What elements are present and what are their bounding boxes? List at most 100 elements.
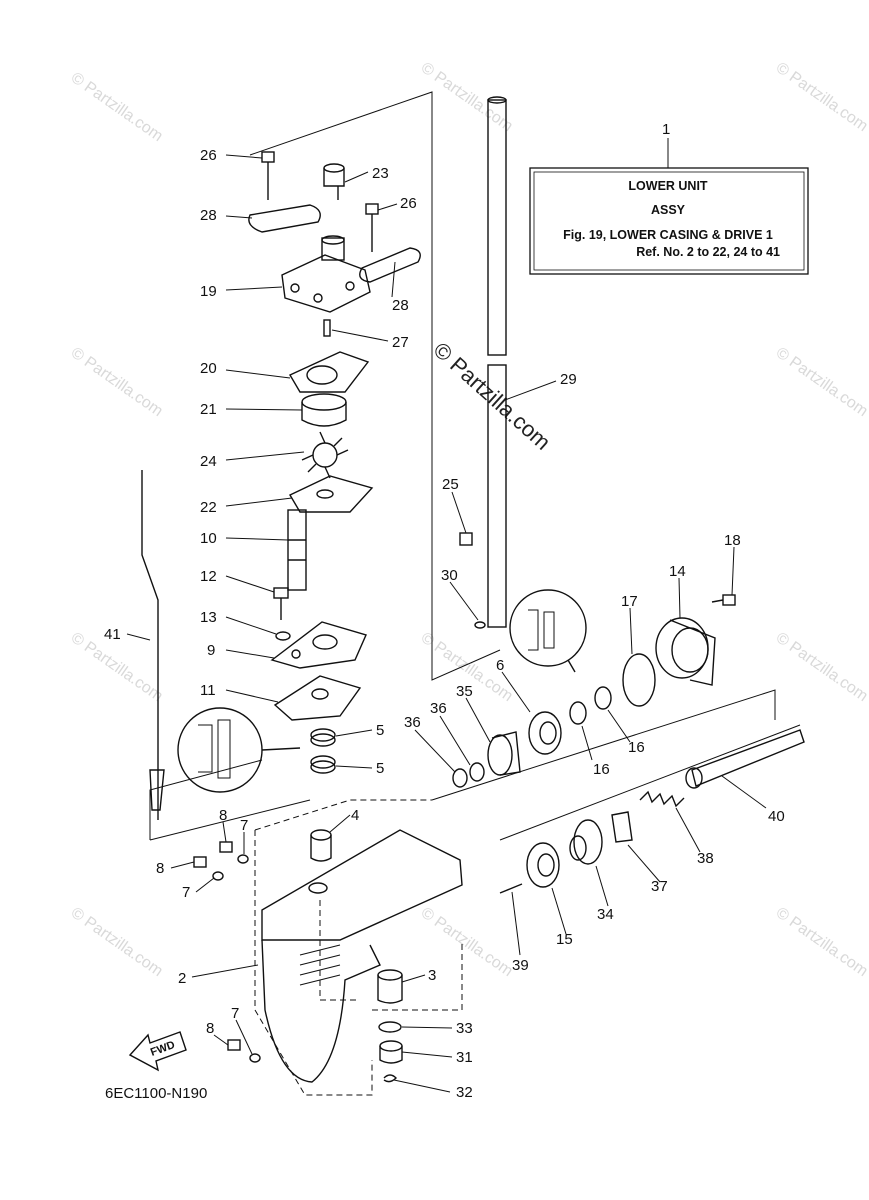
insert-21 — [301, 393, 347, 427]
plate-28-left — [248, 204, 321, 233]
shift-rod-41 — [141, 470, 165, 820]
housing-14 — [655, 617, 716, 686]
pump-housing-19 — [281, 235, 371, 313]
callout-38: 38 — [697, 850, 714, 867]
callout-16: 16 — [593, 761, 610, 778]
circlip-32 — [383, 1074, 397, 1083]
plate-28-right — [359, 247, 421, 283]
callout-5: 5 — [376, 722, 384, 739]
screw-8-a — [219, 841, 233, 853]
washer-7-b — [212, 871, 224, 881]
oil-seal-5-lower — [310, 755, 336, 774]
callout-26: 26 — [200, 147, 217, 164]
bolt-12 — [273, 587, 289, 620]
pin-30 — [474, 621, 486, 629]
callout-3: 3 — [428, 967, 436, 984]
gear-35 — [487, 731, 521, 776]
watermark-layer: © Partzilla.com © Partzilla.com © Partzi… — [68, 59, 869, 980]
callout-17: 17 — [621, 593, 638, 610]
pin-39 — [499, 883, 523, 894]
title-box: 1 LOWER UNIT ASSY Fig. 19, LOWER CASING … — [529, 121, 809, 275]
washer-7-c — [249, 1053, 261, 1063]
seal-detail-inset-left — [177, 707, 301, 793]
callout-14: 14 — [669, 563, 686, 580]
title-line-3: Fig. 19, LOWER CASING & DRIVE 1 — [563, 228, 773, 242]
watermark: © Partzilla.com — [68, 344, 166, 420]
watermark: © Partzilla.com — [773, 59, 869, 135]
clutch-37 — [611, 811, 633, 843]
shim-36-b — [452, 768, 468, 788]
bearing-detail-inset-right — [509, 589, 587, 673]
callout-26: 26 — [400, 195, 417, 212]
callout-40: 40 — [768, 808, 785, 825]
callout-1: 1 — [662, 121, 670, 138]
screw-8-c — [227, 1039, 241, 1051]
callout-12: 12 — [200, 568, 217, 585]
callout-6: 6 — [496, 657, 504, 674]
plate-22 — [289, 475, 374, 513]
collar-23 — [323, 163, 345, 200]
title-line-2: ASSY — [651, 203, 686, 217]
washer-13 — [275, 631, 291, 641]
callout-28: 28 — [392, 297, 409, 314]
callout-13: 13 — [200, 609, 217, 626]
bolt-18 — [711, 594, 736, 606]
spring-38 — [639, 790, 685, 808]
propeller-shaft-40 — [685, 729, 805, 789]
washer-7-a — [237, 854, 249, 864]
washer-33 — [378, 1021, 402, 1033]
callout-21: 21 — [200, 401, 217, 418]
watermark: © Partzilla.com — [773, 344, 869, 420]
diagram-code: 6EC1100-N190 — [105, 1085, 207, 1102]
callout-39: 39 — [512, 957, 529, 974]
housing-9 — [270, 621, 367, 669]
bushing-16-a — [569, 701, 587, 725]
callout-22: 22 — [200, 499, 217, 516]
title-line-1: LOWER UNIT — [628, 179, 708, 193]
callout-36: 36 — [404, 714, 421, 731]
callout-19: 19 — [200, 283, 217, 300]
leader-lines — [126, 154, 767, 1093]
assembly-outlines — [149, 91, 801, 1096]
callout-7: 7 — [240, 817, 248, 834]
callout-18: 18 — [724, 532, 741, 549]
lower-casing-2 — [261, 829, 463, 1083]
callout-4: 4 — [351, 807, 359, 824]
callout-7: 7 — [231, 1005, 239, 1022]
callout-27: 27 — [392, 334, 409, 351]
callout-8: 8 — [206, 1020, 214, 1037]
callout-33: 33 — [456, 1020, 473, 1037]
drive-shaft-29 — [487, 96, 507, 628]
watermark: © Partzilla.com — [773, 904, 869, 980]
callout-31: 31 — [456, 1049, 473, 1066]
pin-25 — [459, 532, 473, 546]
tube-10 — [287, 509, 307, 591]
callout-37: 37 — [651, 878, 668, 895]
callout-36: 36 — [430, 700, 447, 717]
callout-8: 8 — [156, 860, 164, 877]
pin-27 — [323, 319, 331, 337]
impeller-24 — [301, 431, 349, 479]
callout-11: 11 — [200, 682, 216, 699]
callout-5: 5 — [376, 760, 384, 777]
callout-24: 24 — [200, 453, 217, 470]
callout-35: 35 — [456, 683, 473, 700]
gear-31 — [379, 1040, 403, 1064]
bushing-3 — [377, 969, 403, 1004]
callout-2: 2 — [178, 970, 186, 987]
screw-8-b — [193, 856, 207, 868]
callout-23: 23 — [372, 165, 389, 182]
gasket-20 — [289, 351, 370, 393]
watermark: © Partzilla.com — [773, 629, 869, 705]
callout-30: 30 — [441, 567, 458, 584]
watermark: © Partzilla.com — [68, 904, 166, 980]
callout-28: 28 — [200, 207, 217, 224]
callout-32: 32 — [456, 1084, 473, 1101]
callout-labels: 26 23 26 28 19 28 27 20 21 24 22 10 12 1… — [104, 147, 785, 1101]
gasket-11 — [273, 675, 362, 721]
o-ring-17 — [622, 653, 656, 707]
gear-34 — [569, 819, 603, 865]
watermark: © Partzilla.com — [68, 69, 166, 145]
callout-29: 29 — [560, 371, 577, 388]
